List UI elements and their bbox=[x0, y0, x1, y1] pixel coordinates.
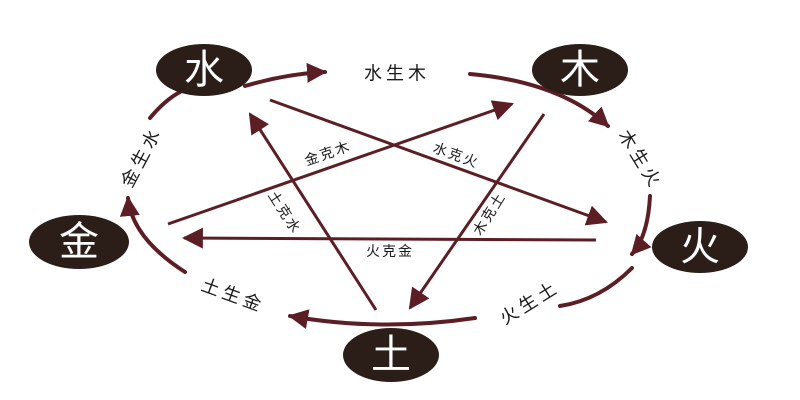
label-earth-water: 土克水 bbox=[264, 189, 304, 238]
label-earth-metal: 土生金 bbox=[198, 275, 267, 317]
element-badge-fire: 火 bbox=[652, 221, 748, 273]
element-fire: 火 bbox=[680, 224, 720, 270]
controlling-star bbox=[167, 98, 608, 311]
generating-cycle bbox=[119, 62, 652, 329]
arc-metal-water-2 bbox=[148, 90, 182, 120]
label-fire-metal: 火克金 bbox=[366, 244, 414, 260]
arc-wood-fire bbox=[630, 194, 652, 256]
line-fire-metal bbox=[181, 227, 597, 249]
arc-water-wood bbox=[243, 62, 327, 88]
arc-fire-earth bbox=[558, 266, 634, 308]
label-metal-wood: 金克木 bbox=[303, 139, 354, 170]
element-badge-metal: 金 bbox=[29, 215, 129, 269]
line-wood-earth bbox=[408, 113, 546, 310]
line-metal-wood bbox=[167, 100, 514, 226]
element-badge-water: 水 bbox=[156, 44, 252, 96]
arc-metal-water bbox=[119, 196, 187, 274]
arc-earth-metal bbox=[288, 309, 477, 329]
label-water-wood: 水生木 bbox=[364, 64, 430, 85]
line-water-fire bbox=[269, 98, 608, 226]
label-metal-water: 金生水 bbox=[117, 123, 167, 191]
arc-water-wood-2 bbox=[468, 72, 610, 128]
element-earth: 土 bbox=[371, 332, 411, 378]
label-fire-earth: 火生土 bbox=[496, 277, 563, 330]
line-earth-water bbox=[248, 112, 378, 311]
element-badge-earth: 土 bbox=[343, 328, 439, 382]
element-badge-wood: 木 bbox=[532, 44, 628, 96]
element-metal: 金 bbox=[59, 219, 99, 265]
element-water: 水 bbox=[184, 47, 224, 93]
element-wood: 木 bbox=[560, 47, 600, 93]
label-wood-fire: 木生火 bbox=[614, 126, 667, 193]
